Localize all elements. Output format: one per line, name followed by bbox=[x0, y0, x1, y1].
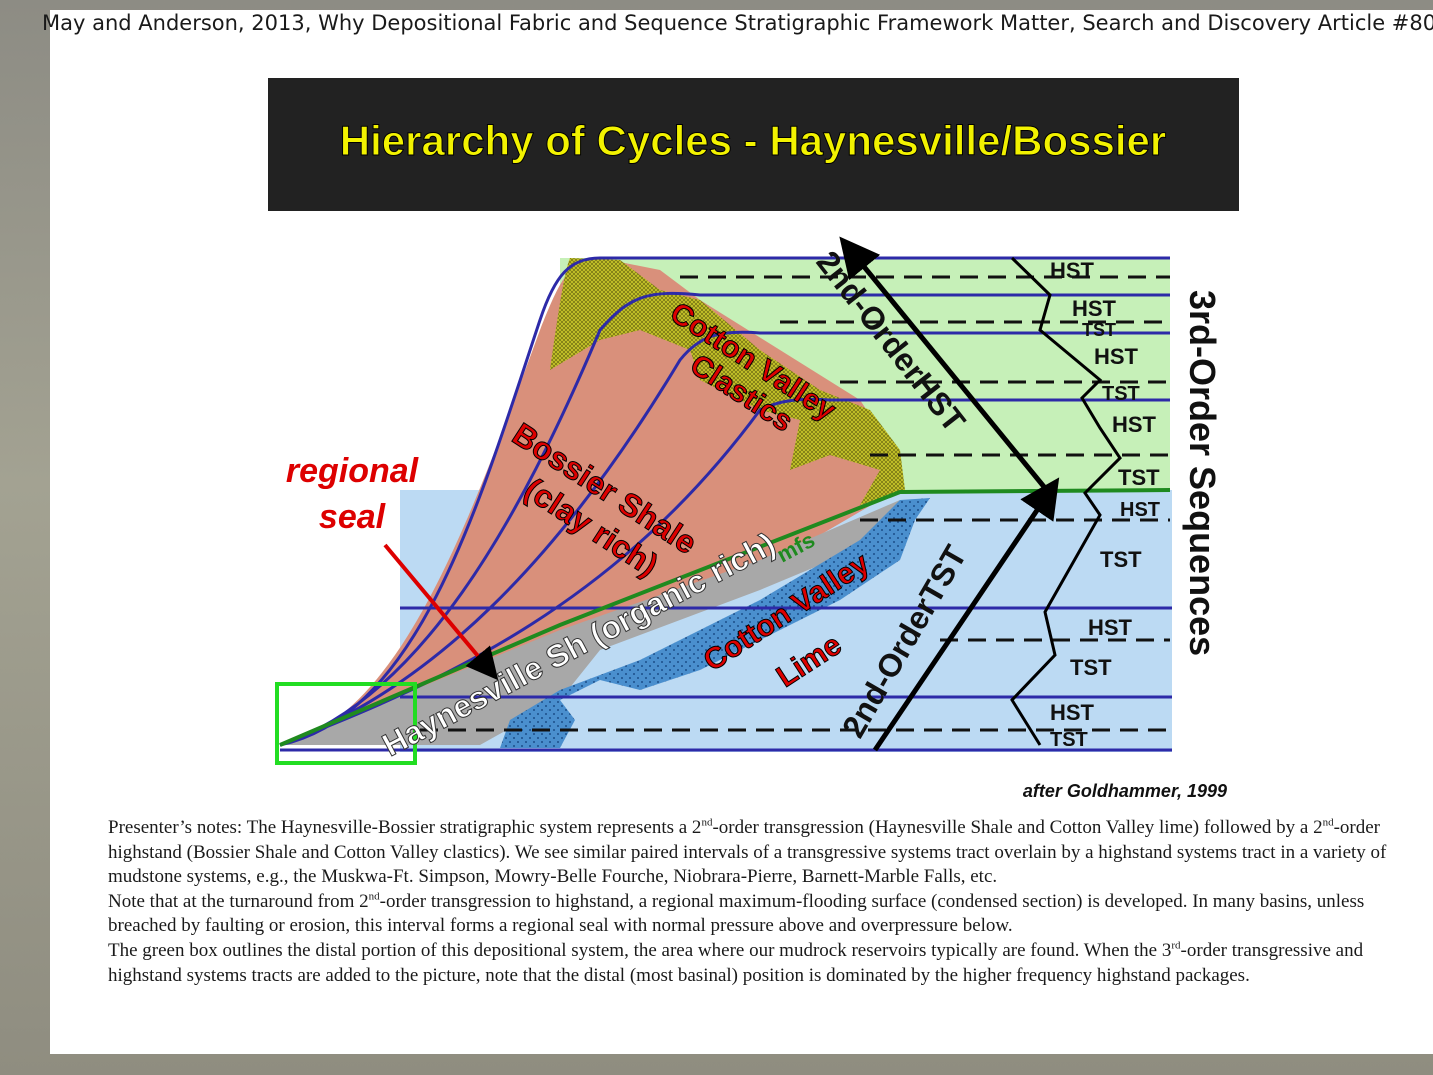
third-order-arrows bbox=[1010, 256, 1122, 746]
tract-label: HST bbox=[1088, 615, 1133, 640]
seal-label: seal bbox=[319, 498, 387, 536]
tract-label: TST bbox=[1100, 547, 1142, 572]
tract-label: HST bbox=[1050, 258, 1095, 283]
cotton-valley-clastics-zone bbox=[550, 258, 905, 505]
regional-label: regional bbox=[286, 452, 420, 490]
tract-label: TST bbox=[1118, 465, 1160, 490]
third-order-label: 3rd-Order Sequences bbox=[1182, 290, 1223, 656]
cycles-diagram: Hierarchy of Cycles - Haynesville/Bossie… bbox=[268, 78, 1239, 800]
presenter-notes: Presenter’s notes: The Haynesville-Bossi… bbox=[108, 816, 1398, 988]
clinoform-line bbox=[279, 330, 1170, 747]
tract-label: HST bbox=[1112, 412, 1157, 437]
notes-paragraph: Note that at the turnaround from 2nd-ord… bbox=[108, 890, 1365, 937]
cotton-valley-lime-zone bbox=[500, 498, 930, 748]
credit-label: after Goldhammer, 1999 bbox=[1023, 781, 1227, 800]
distal-highlight-box bbox=[275, 682, 417, 765]
citation-text: May and Anderson, 2013, Why Depositional… bbox=[42, 11, 1433, 35]
tract-label: HST bbox=[1094, 344, 1139, 369]
tract-label: HST bbox=[1120, 499, 1160, 521]
seal-arrow bbox=[383, 543, 499, 681]
haynesville-shale-zone bbox=[280, 500, 900, 745]
tract-label: HST bbox=[1072, 296, 1117, 321]
tract-label: TST bbox=[1082, 320, 1116, 340]
clinoform-line bbox=[279, 291, 1170, 747]
second-order-tst-arrow bbox=[872, 477, 1060, 752]
tract-label: TST bbox=[1102, 383, 1140, 405]
tract-label: TST bbox=[1050, 729, 1088, 751]
figure-title: Hierarchy of Cycles - Haynesville/Bossie… bbox=[340, 117, 1166, 164]
notes-paragraph: Presenter’s notes: The Haynesville-Bossi… bbox=[108, 816, 1387, 888]
title-bar bbox=[268, 78, 1239, 211]
second-order-hst-arrow bbox=[839, 236, 1047, 490]
notes-paragraph: The green box outlines the distal portio… bbox=[108, 939, 1364, 986]
tract-label: HST bbox=[1050, 700, 1095, 725]
tract-label: TST bbox=[1070, 655, 1112, 680]
tract-labels: HST HST TST HST TST HST TST HST TST HST … bbox=[1050, 258, 1160, 751]
